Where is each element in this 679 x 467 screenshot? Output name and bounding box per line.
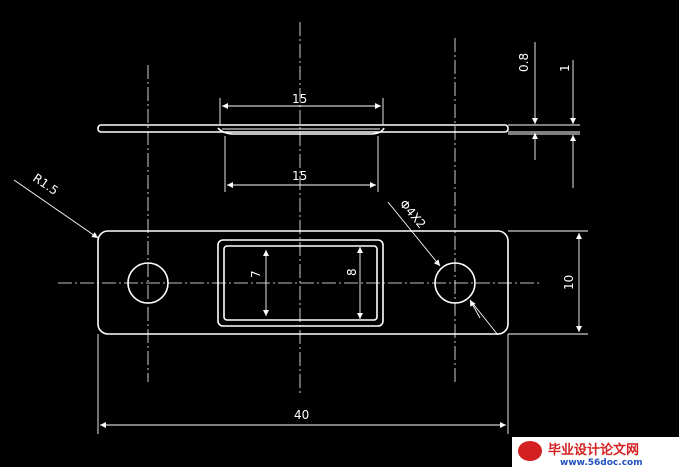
dim-holes-text: Φ4X2: [397, 197, 429, 231]
side-view-bump: [217, 127, 385, 135]
watermark-title: 毕业设计论文网: [548, 442, 639, 458]
window-inner: [223, 245, 378, 321]
dim-radius: R1.5: [13, 171, 99, 239]
dim-overall-length: 40: [97, 334, 509, 434]
dim-mid-width-text: 15: [292, 169, 307, 183]
side-view-strip: [97, 124, 509, 133]
dim-inner-heights: 7 8: [249, 247, 363, 319]
center-lines: [58, 22, 540, 395]
dim-overall-length-text: 40: [294, 408, 309, 422]
dim-part-height-text: 10: [562, 275, 576, 290]
dim-inner-height-b-text: 8: [345, 268, 359, 276]
hole-right: [434, 262, 476, 304]
dim-top-width-text: 15: [292, 92, 307, 106]
side-view: [97, 124, 509, 135]
dim-part-height: 10: [508, 230, 588, 335]
watermark-logo-icon: [518, 441, 542, 461]
dim-holes: Φ4X2: [387, 197, 499, 336]
dim-thickness: 0.8 1: [508, 42, 580, 188]
plate-outline: [97, 230, 509, 335]
watermark: 毕业设计论文网 www.56doc.com: [512, 437, 679, 467]
window-outer: [217, 239, 384, 327]
dim-thickness-a-text: 0.8: [517, 53, 531, 72]
watermark-url: www.56doc.com: [560, 458, 643, 467]
dim-thickness-b-text: 1: [558, 64, 572, 72]
dim-inner-height-a-text: 7: [249, 270, 263, 278]
front-view: [97, 230, 509, 335]
dim-radius-text: R1.5: [30, 171, 61, 198]
dim-top-width: 15: [219, 92, 384, 125]
dim-mid-width: 15: [224, 136, 379, 192]
hole-left: [127, 262, 169, 304]
